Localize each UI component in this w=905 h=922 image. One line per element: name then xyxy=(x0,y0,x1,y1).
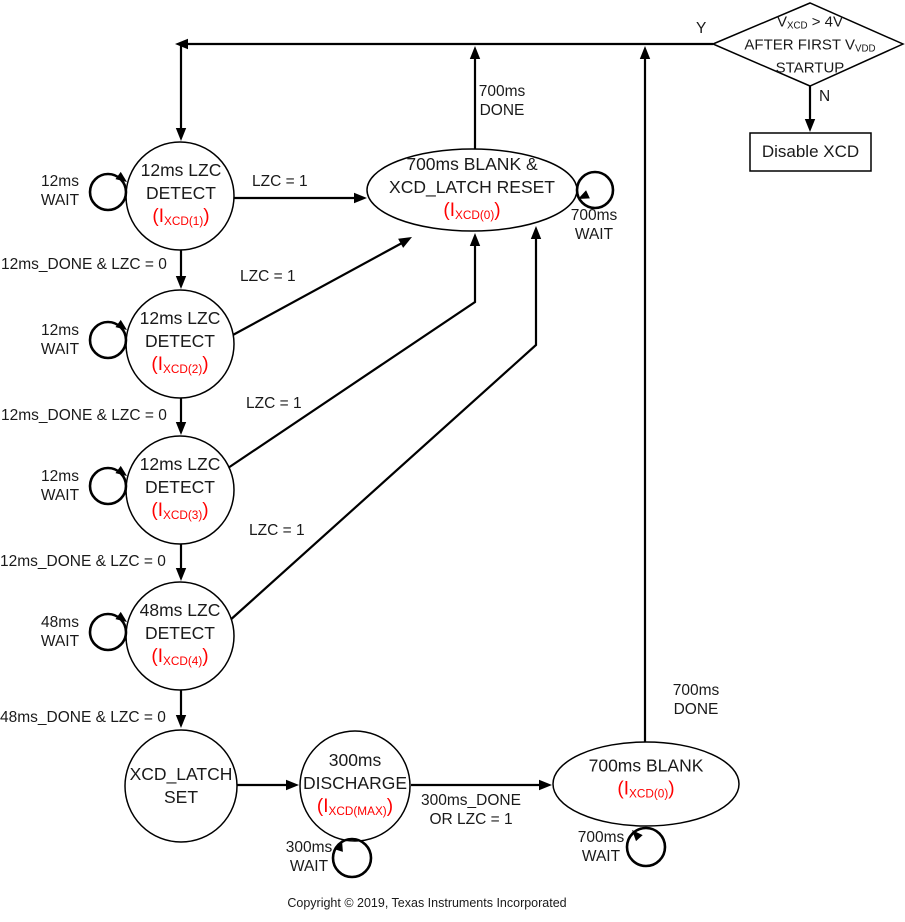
loop-arrowhead-icon xyxy=(115,319,127,330)
arrowhead-diagonal-icon xyxy=(398,237,412,248)
self-loop-detect1 xyxy=(88,172,128,212)
edge-detect1-blankreset xyxy=(232,192,367,204)
self-loop-detect3 xyxy=(88,466,128,506)
state-xcd-latch-set: XCD_LATCH SET xyxy=(129,764,233,807)
state-700ms-blank: 700ms BLANK (IXCD(0)) xyxy=(588,755,704,801)
arrowhead-up-icon xyxy=(469,46,481,59)
transition-label-48ms-done: 48ms_DONE & LZC = 0 xyxy=(0,709,166,726)
edge-detect2-blankreset xyxy=(230,237,412,337)
state-12ms-lzc-detect-2: 12ms LZC DETECT (IXCD(2)) xyxy=(139,308,221,376)
loop-arrowhead-icon xyxy=(578,190,590,199)
arrowhead-down-icon xyxy=(175,276,187,289)
self-loop-detect4 xyxy=(88,612,128,652)
edge-detect1-detect2 xyxy=(175,250,187,289)
arrowhead-up-icon xyxy=(469,233,481,246)
edge-blankreset-done-up xyxy=(469,46,481,149)
transition-label-12ms-done-2: 12ms_DONE & LZC = 0 xyxy=(1,407,167,424)
arrowhead-down-icon xyxy=(175,422,187,435)
disable-xcd-box xyxy=(749,132,872,172)
connectors xyxy=(175,38,816,791)
edge-detect2-detect3 xyxy=(175,398,187,435)
loop-arrowhead-icon xyxy=(115,611,127,622)
state-48ms-lzc-detect: 48ms LZC DETECT (IXCD(4)) xyxy=(139,600,221,668)
edge-startup-yes-return xyxy=(175,38,713,141)
self-loop-detect2 xyxy=(88,320,128,360)
arrowhead-right-icon xyxy=(539,779,552,791)
arrowhead-left-icon xyxy=(175,38,188,50)
copyright-line: Copyright © 2019, Texas Instruments Inco… xyxy=(287,896,567,910)
edge-line xyxy=(227,238,538,623)
arrowhead-down-icon xyxy=(175,128,187,141)
edge-decision-no-disable xyxy=(804,86,816,132)
arrowhead-down-icon xyxy=(175,568,187,581)
decision-line2: AFTER FIRST VVDD xyxy=(744,36,876,55)
decision-no-label: N xyxy=(819,88,831,105)
edge-discharge-blank xyxy=(411,779,552,791)
decision-line1: VXCD > 4V xyxy=(776,13,844,32)
decision-yes-label: Y xyxy=(696,20,707,37)
decision-line3: STARTUP xyxy=(775,59,845,77)
edge-detect4-blankreset xyxy=(227,226,542,623)
arrowhead-right-icon xyxy=(286,779,299,791)
edge-blank-done-up xyxy=(639,46,651,742)
decision-diamond-label: VXCD > 4V AFTER FIRST VVDD STARTUP xyxy=(744,12,875,77)
self-loop-arrowheads xyxy=(115,171,643,852)
edge-detect3-blankreset xyxy=(227,233,481,469)
state-700ms-blank-reset: 700ms BLANK & XCD_LATCH RESET (IXCD(0)) xyxy=(389,154,555,222)
arrowhead-up-icon xyxy=(530,226,542,239)
arrowhead-down-icon xyxy=(175,715,187,728)
self-loop-discharge xyxy=(331,837,373,879)
state-300ms-discharge: 300ms DISCHARGE (IXCD(MAX)) xyxy=(302,750,408,818)
loop-arrowhead-icon xyxy=(334,840,343,852)
edge-latchset-discharge xyxy=(237,779,299,791)
transition-label-lzc1-detect3: LZC = 1 xyxy=(246,395,302,412)
edge-line xyxy=(230,242,403,337)
transition-label-lzc1-detect1: LZC = 1 xyxy=(252,173,308,190)
disable-xcd-label: Disable XCD xyxy=(761,142,860,161)
loop-arrowhead-icon xyxy=(115,465,127,476)
transition-label-12ms-done-3: 12ms_DONE & LZC = 0 xyxy=(0,553,166,570)
state-12ms-lzc-detect-3: 12ms LZC DETECT (IXCD(3)) xyxy=(139,454,221,522)
arrowhead-down-icon xyxy=(804,119,816,132)
edge-detect3-detect4 xyxy=(175,544,187,581)
state-circle-discharge xyxy=(299,730,411,842)
arrowhead-right-icon xyxy=(354,192,367,204)
arrowhead-up-icon xyxy=(639,46,651,59)
transition-label-lzc1-detect4: LZC = 1 xyxy=(249,522,305,539)
state-ellipse-blank xyxy=(552,741,740,827)
edge-detect4-latchset xyxy=(175,690,187,728)
transition-label-12ms-done-1: 12ms_DONE & LZC = 0 xyxy=(1,256,167,273)
decision-diamond xyxy=(711,2,905,87)
edge-line xyxy=(227,245,477,469)
state-12ms-lzc-detect-1: 12ms LZC DETECT (IXCD(1)) xyxy=(140,160,222,228)
state-circle-latchset xyxy=(124,729,238,843)
self-loop-blankreset xyxy=(575,170,615,210)
node-shapes xyxy=(124,2,905,843)
loop-arrowhead-icon xyxy=(632,830,643,842)
self-loops xyxy=(88,170,667,879)
loop-arrowhead-icon xyxy=(115,171,127,182)
self-loop-blank xyxy=(625,826,667,868)
transition-label-lzc1-detect2: LZC = 1 xyxy=(240,268,296,285)
